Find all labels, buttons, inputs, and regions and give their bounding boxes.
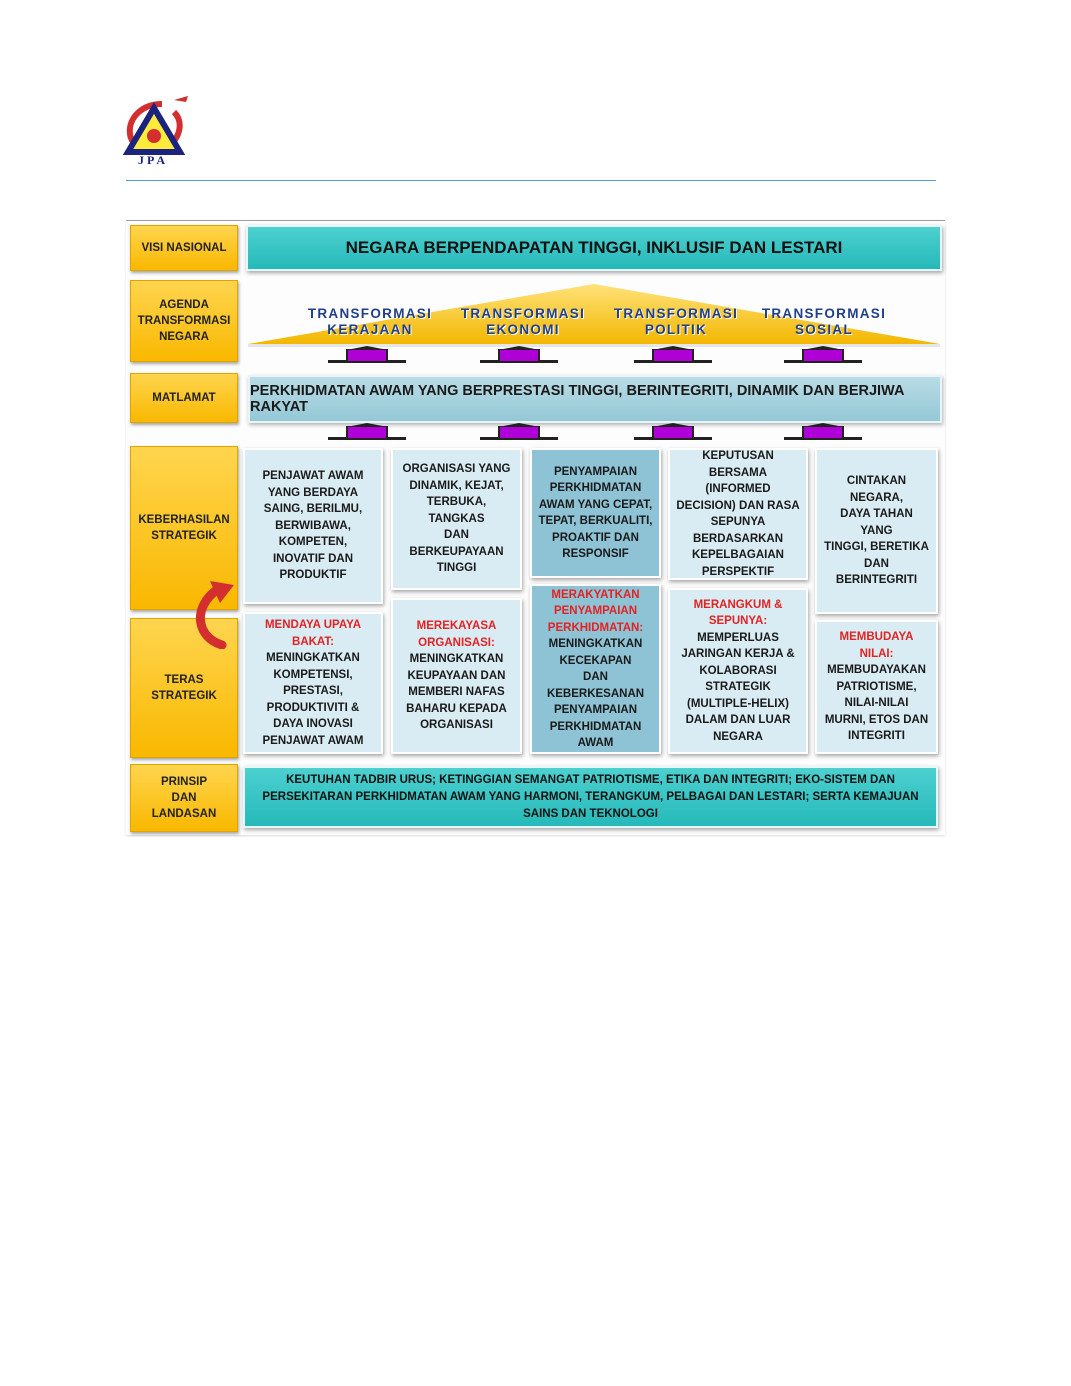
up-arrow-icon: [634, 346, 712, 363]
label-matlamat: MATLAMAT: [130, 373, 238, 423]
up-arrow-icon: [480, 423, 558, 440]
transformasi-line2: EKONOMI: [486, 322, 560, 337]
transformasi-line2: SOSIAL: [794, 322, 854, 337]
up-arrow-icon: [328, 423, 406, 440]
transformasi-ekonomi: TRANSFORMASI EKONOMI: [458, 306, 588, 338]
teras-box-3: MERAKYATKAN PENYAMPAIAN PERKHIDMATAN: ME…: [530, 584, 661, 754]
keberhasilan-box-1: PENJAWAT AWAM YANG BERDAYA SAING, BERILM…: [243, 448, 383, 604]
matlamat-bar: PERKHIDMATAN AWAM YANG BERPRESTASI TINGG…: [248, 375, 942, 423]
jpa-logo-icon: [122, 96, 188, 155]
transformasi-line1: TRANSFORMASI: [307, 306, 433, 321]
teras-body: MEMPERLUAS JARINGAN KERJA & KOLABORASI S…: [681, 631, 795, 743]
label-teras-strategik: TERAS STRATEGIK: [130, 618, 238, 758]
teras-body: MENINGKATKAN KOMPETENSI, PRESTASI, PRODU…: [262, 652, 364, 747]
label-agenda-transformasi: AGENDA TRANSFORMASI NEGARA: [130, 280, 238, 362]
transformasi-kerajaan: TRANSFORMASI KERAJAAN: [305, 306, 435, 338]
transformasi-line2: POLITIK: [644, 322, 708, 337]
header-divider: [126, 180, 936, 181]
teras-box-5: MEMBUDAYA NILAI: MEMBUDAYAKAN PATRIOTISM…: [815, 620, 938, 754]
label-keberhasilan-strategik: KEBERHASILAN STRATEGIK: [130, 446, 238, 610]
teras-title: MENDAYA UPAYA BAKAT:: [264, 619, 362, 648]
teras-title: MEMBUDAYA NILAI:: [839, 631, 914, 660]
keberhasilan-box-5: CINTAKAN NEGARA, DAYA TAHAN YANG TINGGI,…: [815, 448, 938, 614]
transformasi-line1: TRANSFORMASI: [460, 306, 586, 321]
teras-box-4: MERANGKUM & SEPUNYA: MEMPERLUAS JARINGAN…: [668, 588, 808, 754]
teras-title: MEREKAYASA ORGANISASI:: [416, 620, 497, 649]
teras-body: MENINGKATKAN KECEKAPAN DAN KEBERKESANAN …: [546, 638, 645, 749]
teras-box-2: MEREKAYASA ORGANISASI: MENINGKATKAN KEUP…: [391, 598, 522, 754]
teras-box-1: MENDAYA UPAYA BAKAT: MENINGKATKAN KOMPET…: [243, 612, 383, 754]
up-arrow-icon: [634, 423, 712, 440]
up-arrow-icon: [480, 346, 558, 363]
transformasi-roof: [248, 284, 940, 347]
keberhasilan-box-2: ORGANISASI YANG DINAMIK, KEJAT, TERBUKA,…: [391, 448, 522, 590]
logo-text: JPA: [137, 153, 169, 167]
transformasi-sosial: TRANSFORMASI SOSIAL: [759, 306, 889, 338]
up-arrow-icon: [784, 423, 862, 440]
teras-body: MEMBUDAYAKAN PATRIOTISME, NILAI-NILAI MU…: [824, 664, 929, 743]
curved-arrow-icon: [196, 581, 234, 649]
transformasi-line2: KERAJAAN: [327, 322, 413, 337]
teras-body: MENINGKATKAN KEUPAYAAN DAN MEMBERI NAFAS…: [406, 653, 507, 732]
up-arrow-icon: [784, 346, 862, 363]
keberhasilan-box-4: KEPUTUSAN BERSAMA (INFORMED DECISION) DA…: [668, 448, 808, 580]
transformasi-politik: TRANSFORMASI POLITIK: [611, 306, 741, 338]
visi-nasional-bar: NEGARA BERPENDAPATAN TINGGI, INKLUSIF DA…: [246, 225, 942, 271]
prinsip-landasan-bar: KEUTUHAN TADBIR URUS; KETINGGIAN SEMANGA…: [243, 766, 938, 828]
keberhasilan-box-3: PENYAMPAIAN PERKHIDMATAN AWAM YANG CEPAT…: [530, 448, 661, 578]
teras-title: MERAKYATKAN PENYAMPAIAN PERKHIDMATAN:: [547, 588, 644, 634]
label-prinsip-landasan: PRINSIP DAN LANDASAN: [130, 764, 238, 832]
transformasi-line1: TRANSFORMASI: [761, 306, 887, 321]
label-visi-nasional: VISI NASIONAL: [130, 225, 238, 271]
teras-title: MERANGKUM & SEPUNYA:: [693, 598, 783, 628]
transformasi-line1: TRANSFORMASI: [613, 306, 739, 321]
up-arrow-icon: [328, 346, 406, 363]
